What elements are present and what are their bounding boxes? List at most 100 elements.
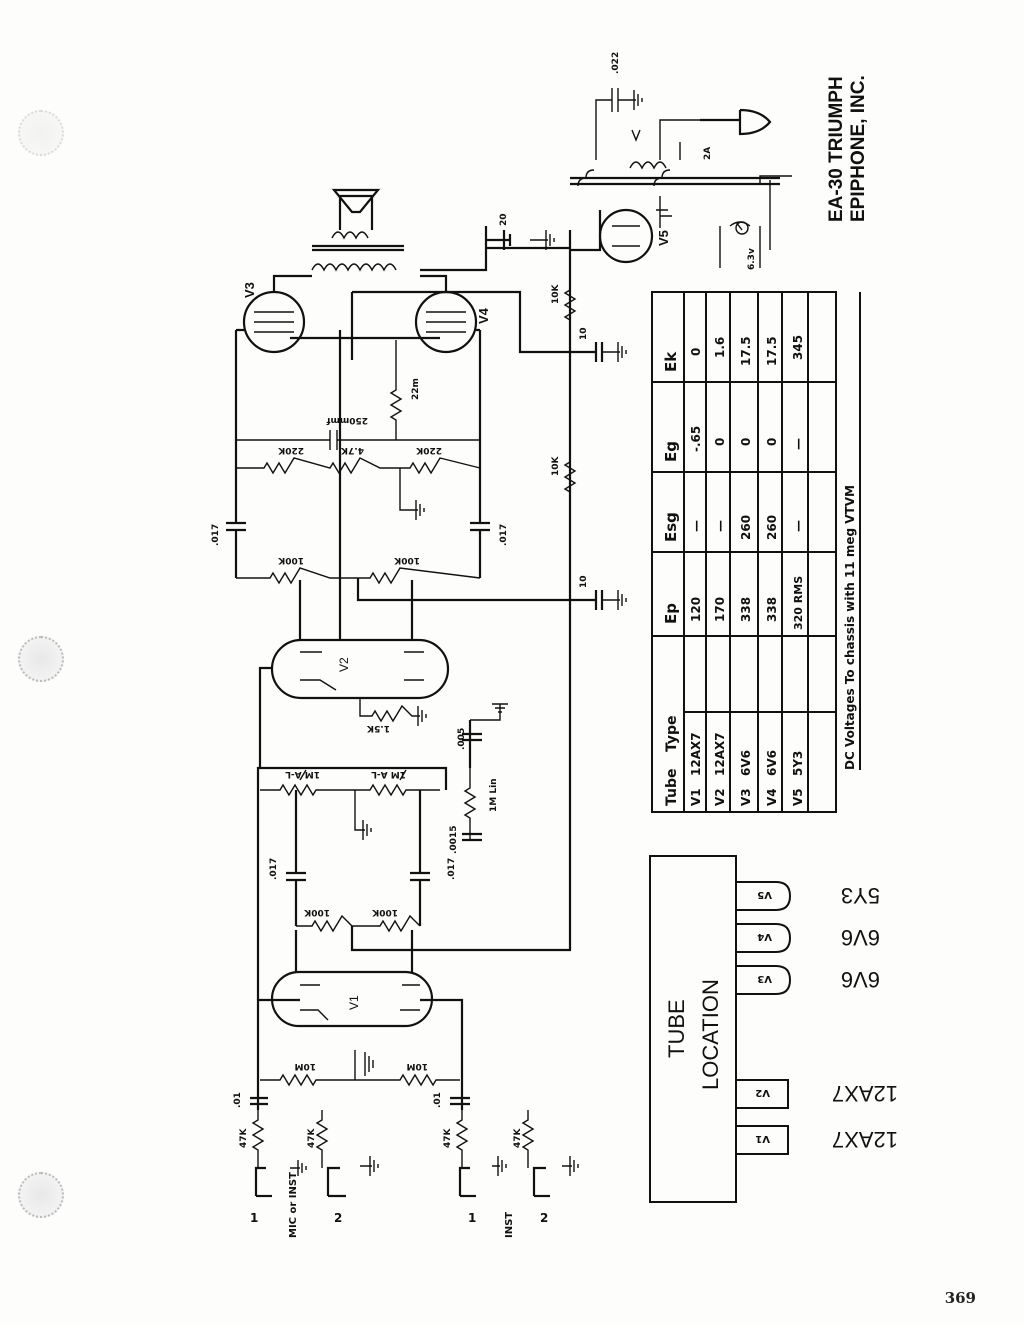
table-row-2-type: 12AX7 [713, 732, 727, 776]
pi-resistor-1: 220K [277, 445, 304, 455]
socket-v1-type: 12AX7 [832, 1127, 898, 1152]
tube-v3-label: V3 [242, 282, 257, 298]
voltage-table: Tube Type Ep Esg Eg Ek V1 12AX7 120 — -.… [651, 291, 861, 813]
tube-v3: V3 [242, 282, 306, 354]
table-row-1-type: 12AX7 [689, 732, 703, 776]
feedback-resistor: 22m [411, 378, 421, 400]
input-section: 1 MIC or INST 2 1 INST 2 47K 47K 47K 47K [233, 998, 579, 1238]
output-transformer [311, 188, 404, 272]
line-cap: .022 [611, 52, 621, 74]
table-row-1-ep: 120 [689, 597, 703, 622]
input-2-caption: INST [504, 1212, 515, 1238]
input-resistor-1: 47K [239, 1127, 249, 1148]
table-row-5-ep: 320 RMS [792, 576, 805, 630]
table-header-ek: Ek [662, 351, 680, 372]
filter-cap-3: 20 [499, 213, 509, 226]
table-row-5-esg: — [791, 520, 805, 532]
table-row-1-eg: -.65 [689, 426, 703, 452]
table-row-1-ek: 0 [689, 348, 703, 356]
input-resistor-3: 47K [443, 1127, 453, 1148]
table-row-2-esg: — [713, 520, 727, 532]
tone-pot: 1M Lin [489, 778, 499, 812]
punch-hole-bottom [18, 1172, 64, 1218]
volume-pot-1: 1M A-L [285, 769, 320, 779]
socket-v3-type: 6V6 [841, 967, 880, 992]
table-row-1-tube: V1 [689, 788, 703, 806]
socket-v1-id: V1 [755, 1133, 770, 1144]
tube-location-subtitle: LOCATION [698, 979, 723, 1090]
input-resistor-4: 47K [513, 1127, 523, 1148]
dropping-resistor-2: 10K [551, 455, 561, 476]
table-row-4-esg: 260 [765, 515, 779, 540]
table-row-2-tube: V2 [713, 788, 727, 806]
plate-resistor-4: 100K [393, 555, 420, 565]
socket-v4-id: V4 [757, 931, 772, 942]
table-row-3-eg: 0 [739, 438, 753, 446]
input-2-label: 2 [334, 1211, 342, 1225]
table-row-5-eg: — [791, 438, 805, 450]
table-row-2-eg: 0 [713, 438, 727, 446]
heater-label: 6.3v [747, 248, 757, 270]
coupling-cap-1: .017 [269, 858, 279, 880]
socket-v4-type: 6V6 [841, 925, 880, 950]
tube-v1-label: V1 [347, 995, 361, 1010]
tone-cap-1: .005 [457, 728, 467, 750]
socket-v2-id: V2 [755, 1087, 770, 1098]
input-3-label: 1 [468, 1211, 476, 1225]
tube-location-title: TUBE [664, 999, 689, 1058]
table-footnote: DC Voltages To chassis with 11 meg VTVM [843, 485, 857, 770]
dropping-resistor-1: 10K [551, 283, 561, 304]
plate-resistor-1: 100K [303, 907, 330, 917]
table-header-ep: Ep [662, 603, 680, 624]
pi-resistor-2: 4.7K [340, 445, 364, 455]
table-row-5-tube: V5 [791, 788, 805, 806]
socket-v5-type: 5Y3 [841, 883, 880, 908]
input-1-caption: MIC or INST [288, 1172, 299, 1238]
tube-v2: V2 [270, 638, 450, 700]
socket-v2-type: 12AX7 [832, 1081, 898, 1106]
table-row-4-type: 6V6 [765, 750, 779, 776]
plate-resistor-3: 100K [277, 555, 304, 565]
tube-v2-label: V2 [337, 657, 351, 672]
table-row-4-tube: V4 [765, 788, 779, 806]
table-row-5-type: 5Y3 [791, 751, 805, 776]
filter-cap-2: 10 [579, 327, 589, 340]
grid-resistor-1: 10M [294, 1061, 316, 1071]
volume-pot-2: 1M A-L [371, 769, 406, 779]
table-row-2-ek: 1.6 [713, 337, 727, 358]
plate-resistor-2: 100K [371, 907, 398, 917]
tone-cap-2: .0015 [449, 826, 459, 854]
punch-hole-top [18, 110, 64, 156]
tube-v4-label: V4 [476, 307, 491, 324]
tube-location-diagram: TUBE LOCATION V5 V4 V3 V2 V1 5Y3 6V6 6V6… [649, 855, 898, 1203]
input-cap-2: .01 [433, 1092, 443, 1108]
table-row-3-tube: V3 [739, 788, 753, 806]
cathode-resistor-2: 1.5K [366, 723, 390, 733]
feedback-cap: 250mmf [326, 415, 368, 425]
table-row-3-type: 6V6 [739, 750, 753, 776]
table-header-type: Type [664, 715, 680, 752]
title-block: EA-30 TRIUMPH EPIPHONE, INC. [826, 75, 869, 222]
grid-resistor-2: 10M [406, 1061, 428, 1071]
table-row-4-ek: 17.5 [765, 336, 779, 366]
model-title: EA-30 TRIUMPH [826, 76, 847, 222]
fuse-label: 2A [703, 147, 713, 160]
company-title: EPIPHONE, INC. [848, 75, 869, 222]
input-resistor-2: 47K [307, 1127, 317, 1148]
table-row-5-ek: 345 [791, 335, 805, 360]
coupling-cap-4: .017 [499, 524, 509, 546]
power-supply: V5 6.3v .022 2A [570, 52, 792, 270]
table-row-3-esg: 260 [739, 515, 753, 540]
punch-hole-middle [18, 636, 64, 682]
filter-cap-1: 10 [579, 575, 589, 588]
table-header-esg: Esg [662, 512, 680, 542]
coupling-cap-2: .017 [447, 858, 457, 880]
table-header-tube: Tube [664, 769, 680, 807]
input-1-label: 1 [250, 1211, 258, 1225]
table-row-4-eg: 0 [765, 438, 779, 446]
coupling-cap-3: .017 [211, 524, 221, 546]
socket-v3-id: V3 [757, 973, 772, 984]
tube-v5-label: V5 [656, 230, 671, 246]
